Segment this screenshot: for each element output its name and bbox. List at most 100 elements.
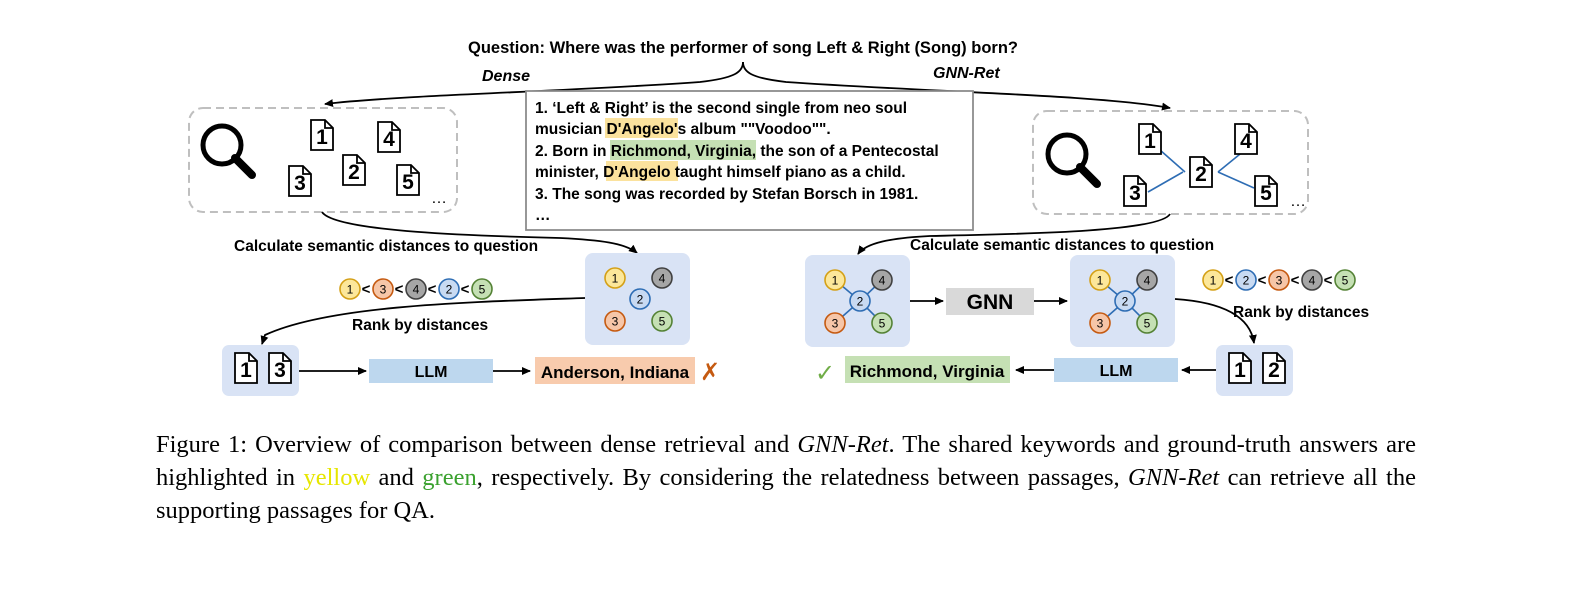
svg-text:4: 4	[1240, 130, 1252, 153]
svg-text:3: 3	[1129, 182, 1141, 205]
dense-ranking: 1<3<4<2<5	[339, 278, 493, 300]
svg-text:1: 1	[1097, 274, 1104, 288]
svg-text:5: 5	[1144, 317, 1151, 331]
cross-icon: ✗	[700, 358, 720, 386]
dense-calc-arrow	[321, 211, 638, 254]
passage-2-line-1: 2. Born in Richmond, Virginia, the son o…	[535, 143, 939, 160]
dense-label: Dense	[482, 68, 530, 85]
highlight-answer	[610, 140, 756, 160]
svg-text:2: 2	[1195, 163, 1207, 186]
passage-doc-icon: 2	[342, 154, 366, 186]
passage-node-4: 4	[1301, 269, 1323, 291]
caption-text-3: , respectively. By considering the relat…	[476, 464, 1129, 491]
dense-answer: Anderson, Indiana	[541, 363, 690, 382]
passage-node-2: 2	[1114, 290, 1136, 312]
svg-text:4: 4	[1309, 274, 1316, 288]
svg-text:4: 4	[659, 272, 666, 286]
svg-text:5: 5	[1342, 274, 1349, 288]
passage-node-4: 4	[871, 269, 893, 291]
svg-text:1: 1	[240, 359, 252, 382]
svg-text:4: 4	[1144, 274, 1151, 288]
svg-text:5: 5	[879, 317, 886, 331]
passage-node-2: 2	[849, 290, 871, 312]
passage-2-line-2: minister, D'Angelo taught himself piano …	[535, 164, 906, 181]
dense-branch-arrow	[324, 61, 744, 108]
passage-doc-icon: 3	[1123, 175, 1147, 207]
svg-text:5: 5	[479, 283, 486, 297]
caption-figure-label: Figure 1: Overview of comparison between…	[156, 431, 798, 458]
svg-text:2: 2	[1243, 274, 1250, 288]
svg-text:2: 2	[1122, 295, 1129, 309]
less-than-sign: <	[395, 281, 404, 298]
svg-text:5: 5	[402, 171, 414, 194]
passage-doc-icon: 3	[268, 352, 292, 384]
passage-doc-icon: 4	[1234, 123, 1258, 155]
passage-node-5: 5	[471, 278, 493, 300]
svg-text:3: 3	[294, 172, 306, 195]
passage-node-3: 3	[1268, 269, 1290, 291]
passage-node-5: 5	[1334, 269, 1356, 291]
passage-node-3: 3	[824, 312, 846, 334]
gnn-ellipsis: …	[1290, 193, 1306, 210]
svg-text:3: 3	[1276, 274, 1283, 288]
less-than-sign: <	[1258, 272, 1267, 289]
less-than-sign: <	[428, 281, 437, 298]
dense-rank-label: Rank by distances	[352, 317, 488, 334]
dense-answer-box	[535, 357, 695, 384]
check-icon: ✓	[815, 359, 835, 387]
passage-doc-icon: 1	[310, 119, 334, 151]
gnn-rank-arrow	[1174, 298, 1257, 344]
passage-node-1: 1	[339, 278, 361, 300]
passage-node-1: 1	[824, 269, 846, 291]
passage-node-3: 3	[604, 310, 626, 332]
gnn-llm-label: LLM	[1100, 363, 1133, 380]
gnn-calc-arrow	[857, 213, 1171, 255]
figure-caption: Figure 1: Overview of comparison between…	[156, 428, 1416, 527]
highlight-keyword	[606, 161, 678, 181]
passage-doc-icon: 2	[1262, 352, 1286, 384]
passage-doc-icon: 4	[377, 121, 401, 153]
passage-1-line-1: 1. ‘Left & Right’ is the second single f…	[535, 100, 907, 117]
passage-node-2: 2	[1235, 269, 1257, 291]
passage-3-line: 3. The song was recorded by Stefan Borsc…	[535, 186, 918, 203]
highlight-keyword	[605, 118, 678, 138]
passage-doc-icon: 5	[1254, 175, 1278, 207]
gnn-box	[946, 288, 1034, 315]
passage-doc-icon: 2	[1189, 156, 1213, 188]
svg-text:1: 1	[1144, 130, 1156, 153]
svg-text:1: 1	[832, 274, 839, 288]
caption-text-4: can retrieve all the supporting passages…	[156, 464, 1416, 524]
svg-text:1: 1	[316, 126, 328, 149]
svg-text:3: 3	[832, 317, 839, 331]
caption-gnnret: GNN-Ret	[1128, 464, 1220, 491]
passage-graph-edges	[1147, 149, 1255, 193]
svg-text:2: 2	[857, 295, 864, 309]
passages-box	[525, 90, 974, 231]
svg-text:5: 5	[659, 315, 666, 329]
svg-text:1: 1	[612, 272, 619, 286]
less-than-sign: <	[1291, 272, 1300, 289]
passage-doc-icon: 1	[1228, 352, 1252, 384]
caption-gnnret: GNN-Ret	[797, 431, 889, 458]
passage-node-4: 4	[405, 278, 427, 300]
less-than-sign: <	[1324, 272, 1333, 289]
gnn-calc-label: Calculate semantic distances to question	[910, 237, 1214, 254]
svg-text:2: 2	[446, 283, 453, 297]
less-than-sign: <	[461, 281, 470, 298]
passage-node-5: 5	[1136, 312, 1158, 334]
passage-node-1: 1	[1089, 269, 1111, 291]
less-than-sign: <	[362, 281, 371, 298]
svg-text:3: 3	[380, 283, 387, 297]
gnn-answer: Richmond, Virginia	[850, 362, 1005, 381]
gnnret-branch-arrow	[742, 61, 1171, 111]
dense-ellipsis: …	[431, 190, 447, 207]
caption-yellow-word: yellow	[303, 464, 371, 491]
svg-text:4: 4	[879, 274, 886, 288]
passage-node-5: 5	[651, 310, 673, 332]
gnn-llm-box	[1054, 358, 1178, 382]
svg-text:3: 3	[274, 359, 286, 382]
caption-green-word: green	[422, 464, 477, 491]
figure-diagram: Question: Where was the performer of son…	[188, 39, 1369, 396]
passage-doc-icon: 1	[1138, 123, 1162, 155]
passage-doc-icon: 5	[396, 164, 420, 196]
